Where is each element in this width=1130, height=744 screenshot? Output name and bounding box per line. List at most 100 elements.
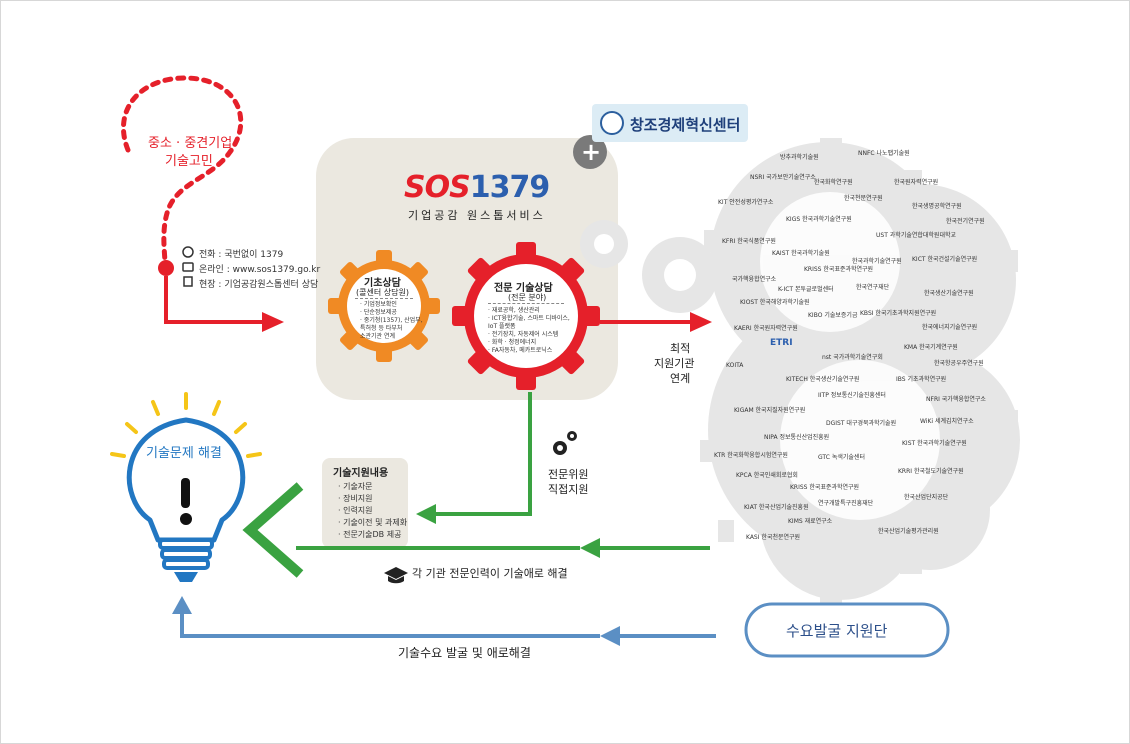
bulb-label: 기술문제 해결 [146, 446, 222, 461]
basic-gear-items: · 기업정보확인 · 단순정보제공 · 중기청(1357), 산업부, 특허청 … [360, 301, 423, 341]
basic-item-5: 소관기관 연계 [360, 333, 396, 340]
org-logo: KAIST 한국과학기술원 [772, 250, 830, 257]
support-box [322, 458, 408, 548]
basic-gear-title: 기초상담 [364, 278, 401, 289]
org-logo: KRISS 한국표준과학연구원 [804, 266, 874, 273]
org-logo: KIBO 기술보증기금 [808, 312, 858, 319]
org-logo: 한국원자력연구원 [894, 179, 939, 186]
org-logo: 한국화학연구원 [814, 179, 853, 186]
plus-circle [573, 135, 607, 169]
expert-item-4: · 전기장치, 자동제어 시스템 [488, 331, 559, 338]
org-logo: 연구개발특구진흥재단 [818, 500, 874, 507]
expert-gear-divider [488, 303, 564, 305]
lightbulb-icon [110, 392, 262, 582]
expert-support-line2: 직접지원 [548, 483, 589, 496]
contact-phone: 전화 : 국번없이 1379 [199, 250, 284, 260]
dashed-question-path [121, 75, 244, 265]
expert-item-1: · 재료공학, 생산관리 [488, 307, 540, 314]
org-logo: KIMS 재료연구소 [788, 518, 833, 525]
org-logo: KAERI 한국원자력연구원 [734, 325, 798, 332]
green-big-arrow [242, 482, 304, 578]
partner-name: 창조경제혁신센터 [630, 116, 741, 134]
support-item-1: · 기술자문 [338, 482, 373, 491]
expert-gear-title: 전문 기술상담 [494, 283, 553, 294]
logo-subtitle: 기업공감 원스톱서비스 [408, 209, 546, 222]
gears-icon [553, 431, 577, 455]
org-logo: 방추과학기술원 [780, 154, 819, 161]
org-logo: 한국생산기술연구원 [924, 290, 974, 297]
blue-return-line [180, 612, 600, 638]
institution-link-line3: 연계 [670, 372, 691, 385]
basic-item-4: 특허청 등 타부처 [360, 325, 403, 332]
basic-item-1: · 기업정보확인 [360, 301, 397, 308]
blue-bottom-label: 기술수요 발굴 및 애로해결 [398, 646, 531, 660]
blue-arrow-head-2 [172, 596, 192, 614]
org-logo: KRISS 한국표준과학연구원 [790, 484, 860, 491]
org-logo: KIOST 한국해양과학기술원 [740, 299, 810, 306]
expert-item-2: · ICT융합기술, 스마트 디바이스, [488, 315, 570, 322]
org-logo: IITP 정보통신기술진흥센터 [818, 392, 886, 399]
org-logo: GTC 녹색기술센터 [818, 454, 865, 461]
org-logo: NNFC 나노팹기술원 [858, 150, 910, 157]
blue-arrow-head-1 [600, 626, 620, 646]
start-bubble-line1: 중소 · 중견기업 [148, 136, 233, 151]
green-flow-line-1 [436, 392, 532, 516]
partner-badge-bg [592, 104, 748, 142]
green-bottom-label: 각 기관 전문인력이 기술애로 해결 [412, 567, 568, 580]
org-logo: DGIST 대구경북과학기술원 [826, 420, 897, 427]
org-logo: ETRI [770, 338, 793, 348]
support-box-title: 기술지원내용 [333, 468, 389, 479]
org-logo: KIAT 한국산업기술진흥원 [744, 504, 809, 511]
gear-teeth-pattern [700, 138, 1018, 609]
basic-gear-subtitle: (콜센터 상담원) [356, 288, 409, 297]
partner-logo-icon [600, 111, 624, 135]
org-logo: KICT 한국건설기술연구원 [912, 256, 978, 263]
org-logo: KOITA [726, 362, 744, 369]
contact-web: 온라인 : www.sos1379.go.kr [199, 265, 321, 275]
org-logo: 한국산업기술평가관리원 [878, 528, 939, 535]
start-dot [158, 260, 174, 276]
org-logo: KTR 한국화학융합시험연구원 [714, 452, 788, 459]
expert-item-5: · 화학 · 청정에너지 [488, 339, 537, 346]
org-logo: KIGS 한국과학기술연구원 [786, 216, 852, 223]
plus-sign: + [581, 138, 602, 166]
org-logo: nst 국가과학기술연구회 [822, 354, 883, 361]
green-arrow-head-2 [580, 538, 600, 558]
red-flow-line [164, 276, 262, 324]
org-logo: KITECH 한국생산기술연구원 [786, 376, 860, 383]
red-arrow-head-1 [262, 312, 284, 332]
org-logo: 한국에너지기술연구원 [922, 324, 978, 331]
demand-button[interactable]: 수요발굴 지원단 [786, 622, 888, 640]
support-item-4: · 기술이전 및 과제화 [338, 518, 408, 527]
org-logo: KIT 안전성평가연구소 [718, 199, 774, 206]
contact-site: 현장 : 기업공감원스톱센터 상담 [199, 280, 319, 290]
logo-sos: SOS [404, 170, 471, 205]
org-logo: 한국연구재단 [856, 284, 890, 291]
org-logo: KASI 한국천문연구원 [746, 534, 801, 541]
green-arrow-head-1 [416, 504, 436, 524]
support-item-5: · 전문기술DB 제공 [338, 530, 402, 539]
expert-support-line1: 전문위원 [548, 468, 589, 481]
org-logo: 국가핵융합연구소 [732, 276, 777, 283]
support-box-items: · 기술자문 · 장비지원 · 인력지원 · 기술이전 및 과제화 · 전문기술… [338, 481, 407, 541]
graduation-cap-icon [384, 567, 408, 584]
demand-button-bg [744, 602, 950, 658]
org-logo: 한국과학기술연구원 [852, 258, 902, 265]
org-logo: KBSI 한국기초과학지원연구원 [860, 310, 937, 317]
red-arrow-head-2 [690, 312, 712, 332]
expert-item-3: IoT 플랫폼 [488, 323, 516, 330]
org-logo: 한국전기연구원 [946, 218, 985, 225]
org-logo: 한국생명공학연구원 [912, 203, 962, 210]
org-logo: NFRI 국가핵융합연구소 [926, 396, 986, 403]
org-logo: KFRI 한국식품연구원 [722, 238, 776, 245]
org-logo: KRRI 한국철도기술연구원 [898, 468, 964, 475]
org-logo: IBS 기초과학연구원 [896, 376, 947, 383]
institution-link-line1: 최적 [670, 342, 691, 355]
basic-item-3: · 중기청(1357), 산업부, [360, 317, 423, 324]
expert-gear-subtitle: (전문 분야) [508, 293, 547, 302]
orange-gear [328, 250, 440, 362]
org-logo: 한국산업단지공단 [904, 494, 949, 501]
contact-icons [182, 246, 194, 287]
red-gear [452, 242, 600, 390]
